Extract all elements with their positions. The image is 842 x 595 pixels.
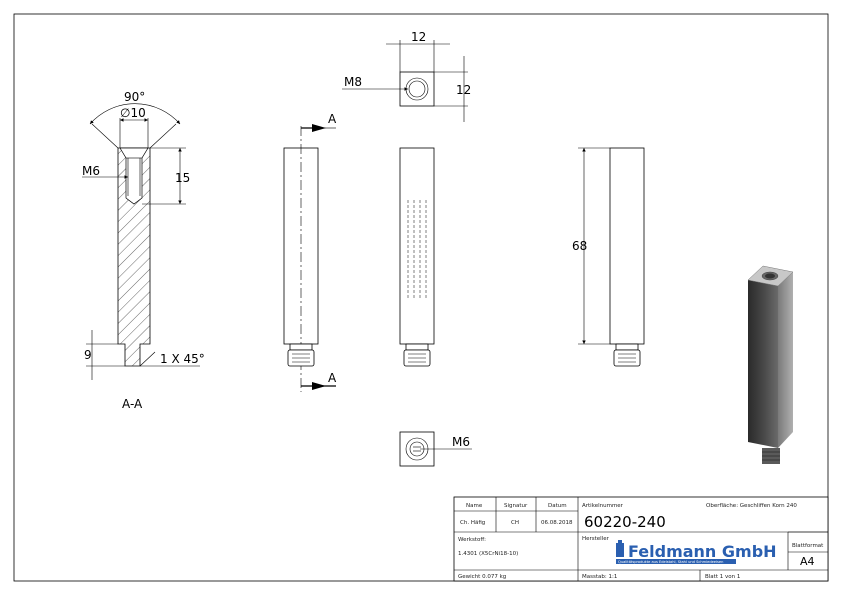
diameter-label: ∅10 (120, 106, 146, 120)
tb-name-header: Name (466, 503, 483, 509)
section-caption: A-A (122, 397, 143, 411)
tb-date-header: Datum (548, 503, 567, 509)
cut-label-bottom: A (328, 371, 337, 385)
logo-tagline: Qualitätsprodukte aus Edelstahl, Stahl u… (618, 560, 723, 564)
thread-label: M6 (82, 164, 100, 178)
top-width-label: 12 (411, 30, 426, 44)
tb-name-value: Ch. Häfig (460, 520, 485, 526)
tb-scale: Masstab: 1:1 (582, 574, 617, 580)
tb-material-value: 1.4301 (X5CrNi18-10) (458, 551, 518, 557)
depth-label: 15 (175, 171, 190, 185)
section-view-a-a: 90° ∅10 M6 15 9 1 X 45° A-A (82, 90, 205, 411)
tb-date-value: 06.08.2018 (541, 520, 573, 526)
angle-arc (89, 103, 181, 125)
top-thread-label: M8 (344, 75, 362, 89)
isometric-render (747, 265, 794, 464)
logo-text: Feldmann GmbH (628, 542, 777, 561)
right-view: 68 (572, 147, 645, 367)
chamfer-label: 1 X 45° (160, 352, 205, 366)
tb-article-number: 60220-240 (584, 513, 666, 531)
sheet-border (13, 13, 829, 582)
threaded-bore (119, 147, 149, 205)
tb-signature-header: Signatur (504, 503, 528, 509)
tb-surface: Oberfläche: Geschliffen Korn 240 (706, 503, 797, 509)
top-depth-label: 12 (456, 83, 471, 97)
top-view: 12 12 M8 (342, 30, 471, 122)
bottom-thread-label: M6 (452, 435, 470, 449)
tb-sheet: Blatt 1 von 1 (705, 574, 740, 580)
front-view: A A (283, 112, 337, 392)
title-block: Name Signatur Datum Ch. Häfig CH 06.08.2… (453, 496, 829, 582)
side-view (399, 147, 435, 367)
tb-weight: Gewicht 0.077 kg (458, 574, 506, 580)
tb-signature-value: CH (511, 520, 519, 526)
length-label: 68 (572, 239, 587, 253)
tb-format-label: Blattformat (792, 543, 824, 549)
tb-article-label: Artikelnummer (582, 503, 624, 509)
cut-label-top: A (328, 112, 337, 126)
tb-format-value: A4 (800, 555, 815, 568)
bottom-view: M6 (399, 431, 472, 467)
tb-manufacturer-label: Hersteller (582, 536, 610, 542)
height-label: 9 (84, 348, 92, 362)
tb-material-label: Werkstoff: (458, 537, 486, 543)
feldmann-logo: Feldmann GmbH Qualitätsprodukte aus Edel… (616, 540, 777, 564)
angle-label: 90° (124, 90, 145, 104)
